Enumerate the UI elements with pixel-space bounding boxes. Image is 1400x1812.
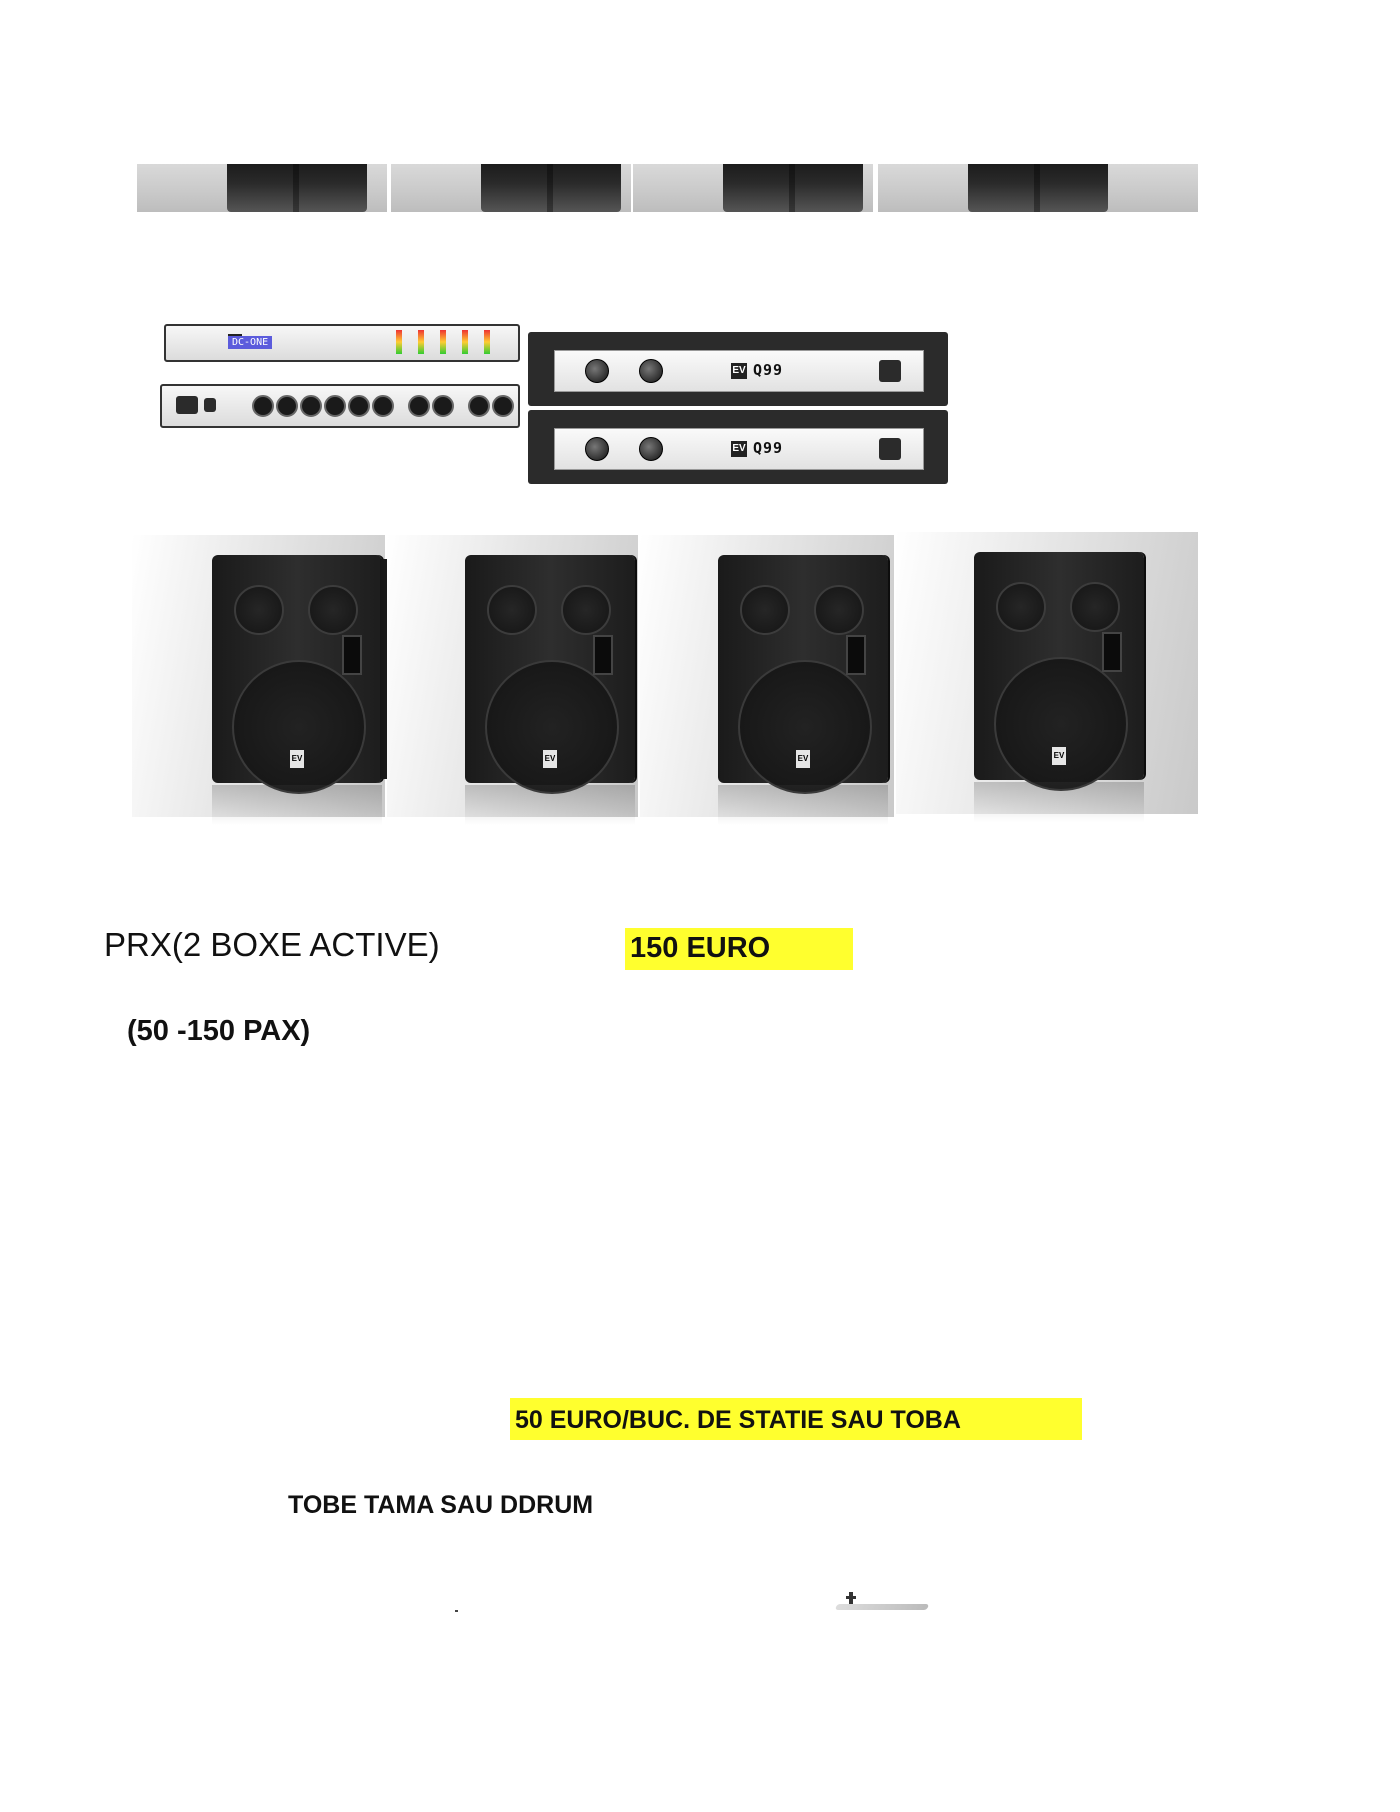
- gain-knob: [639, 437, 663, 461]
- offer1-title-text: PRX(2 BOXE ACTIVE): [104, 926, 440, 963]
- amplifier-face: EV Q99: [554, 428, 924, 470]
- speaker-reflection: [718, 785, 888, 825]
- strip-speaker: [723, 164, 863, 212]
- fragment-bar: [834, 1604, 930, 1610]
- ev-logo-icon: EV: [731, 441, 747, 457]
- speaker-reflection: [212, 785, 382, 825]
- small-dot-fragment: [455, 1610, 458, 1612]
- offer1-capacity: (50 -150 PAX): [127, 1015, 311, 1047]
- xlr-connector: [408, 395, 430, 417]
- xlr-connector: [252, 395, 274, 417]
- xlr-connector: [468, 395, 490, 417]
- processor-front: EV DC-ONE: [164, 324, 520, 362]
- speaker-reflection: [974, 782, 1144, 822]
- amplifier-2: EV Q99: [528, 410, 948, 484]
- offer1-price: 150 EURO: [630, 932, 771, 964]
- xlr-connector: [372, 395, 394, 417]
- speaker-handle: [342, 635, 362, 675]
- strip-speaker: [227, 164, 367, 212]
- offer2-description: TOBE TAMA SAU DDRUM: [288, 1491, 594, 1519]
- gain-knob: [585, 437, 609, 461]
- woofer: [485, 660, 619, 794]
- offer1-price-highlight: 150 EURO: [625, 928, 853, 970]
- strip-cell-1: [137, 164, 387, 212]
- xlr-connector: [276, 395, 298, 417]
- speaker-panel-3: EV: [640, 535, 894, 825]
- ev-badge-icon: EV: [290, 750, 304, 768]
- power-switch: [204, 398, 216, 412]
- level-meter: [440, 330, 446, 354]
- speaker-port: [1070, 582, 1120, 632]
- level-meter: [418, 330, 424, 354]
- strip-speaker: [968, 164, 1108, 212]
- power-button: [879, 438, 901, 460]
- speaker-handle: [846, 635, 866, 675]
- xlr-connector: [348, 395, 370, 417]
- power-inlet: [176, 396, 198, 414]
- speaker-handle: [593, 635, 613, 675]
- offer1-title: PRX(2 BOXE ACTIVE): [104, 926, 494, 964]
- level-meter: [396, 330, 402, 354]
- processor-lcd: DC-ONE: [228, 336, 273, 349]
- speaker-port: [740, 585, 790, 635]
- woofer: [232, 660, 366, 794]
- offer2-price: 50 EURO/BUC. DE STATIE SAU TOBA: [515, 1406, 961, 1434]
- speaker-reflection: [465, 785, 635, 825]
- speaker-panel-2: EV: [387, 535, 638, 825]
- speaker-port: [308, 585, 358, 635]
- woofer: [994, 657, 1128, 791]
- fragment-mark: [849, 1592, 853, 1604]
- strip-cell-2: [391, 164, 631, 212]
- speaker-port: [234, 585, 284, 635]
- gain-knob: [585, 359, 609, 383]
- speaker-handle: [1102, 632, 1122, 672]
- ev-badge-icon: EV: [1052, 747, 1066, 765]
- level-meter: [462, 330, 468, 354]
- processor-back: [160, 384, 520, 428]
- level-meter: [484, 330, 490, 354]
- amplifier-model-label: Q99: [753, 361, 784, 379]
- speaker-panel-4: EV: [896, 532, 1198, 822]
- ev-badge-icon: EV: [543, 750, 557, 768]
- speaker-port: [814, 585, 864, 635]
- amplifier-model-label: Q99: [753, 439, 784, 457]
- strip-speaker: [481, 164, 621, 212]
- xlr-connector: [324, 395, 346, 417]
- ev-badge-icon: EV: [796, 750, 810, 768]
- strip-cell-3: [633, 164, 873, 212]
- power-button: [879, 360, 901, 382]
- xlr-connector: [432, 395, 454, 417]
- amplifier-1: EV Q99: [528, 332, 948, 406]
- amplifier-face: EV Q99: [554, 350, 924, 392]
- gain-knob: [639, 359, 663, 383]
- speaker-port: [996, 582, 1046, 632]
- speaker-port: [487, 585, 537, 635]
- xlr-connector: [300, 395, 322, 417]
- xlr-connector: [492, 395, 514, 417]
- strip-cell-4: [878, 164, 1198, 212]
- offer2-price-highlight: 50 EURO/BUC. DE STATIE SAU TOBA: [510, 1398, 1082, 1440]
- ev-logo-icon: EV: [731, 363, 747, 379]
- speaker-panel-1: EV: [132, 535, 414, 825]
- speaker-port: [561, 585, 611, 635]
- woofer: [738, 660, 872, 794]
